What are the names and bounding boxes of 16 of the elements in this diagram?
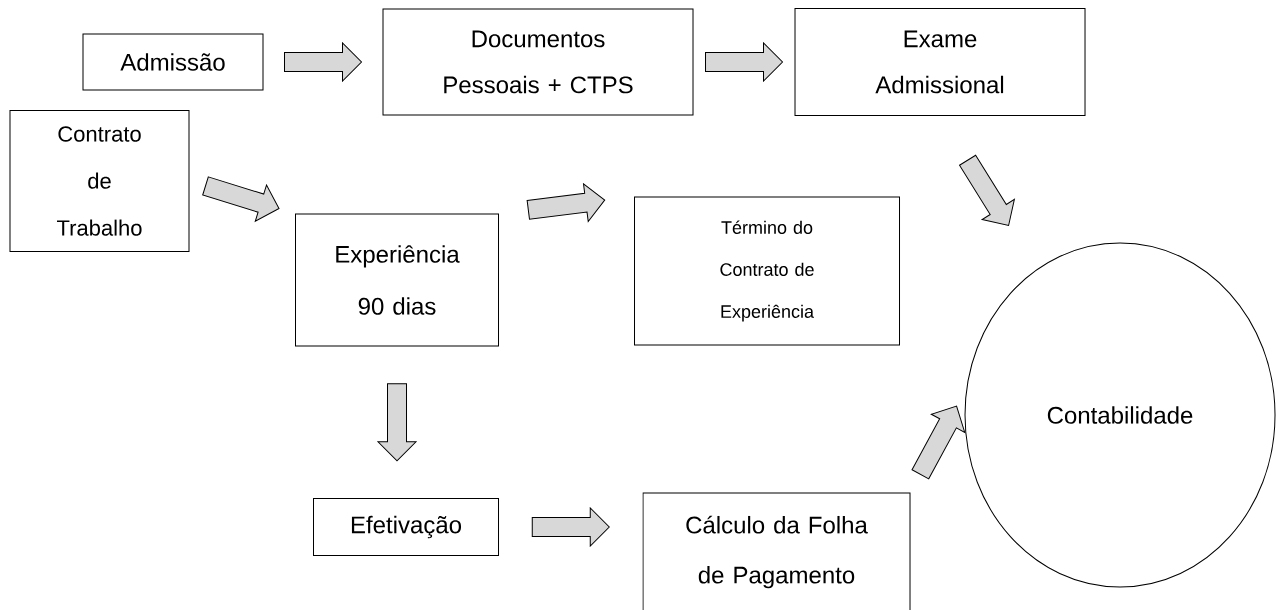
process-box: Experiência 90 dias (295, 213, 499, 347)
block-arrow (705, 42, 783, 82)
process-box: Efetivação (313, 498, 499, 556)
process-box: Contrato de Trabalho (9, 110, 190, 252)
process-box: Cálculo da Folha de Pagamento (642, 492, 911, 610)
process-box: Admissão (82, 33, 264, 91)
process-box: Término do Contrato de Experiência (634, 196, 900, 346)
process-box: Exame Admissional (794, 8, 1086, 116)
process-box: Documentos Pessoais + CTPS (382, 8, 694, 116)
block-arrow (531, 507, 610, 547)
block-arrow (959, 154, 1015, 226)
block-arrow (377, 383, 417, 462)
block-arrow (911, 405, 966, 480)
block-arrow (526, 183, 606, 222)
block-arrow (202, 176, 280, 222)
block-arrow (284, 42, 362, 82)
